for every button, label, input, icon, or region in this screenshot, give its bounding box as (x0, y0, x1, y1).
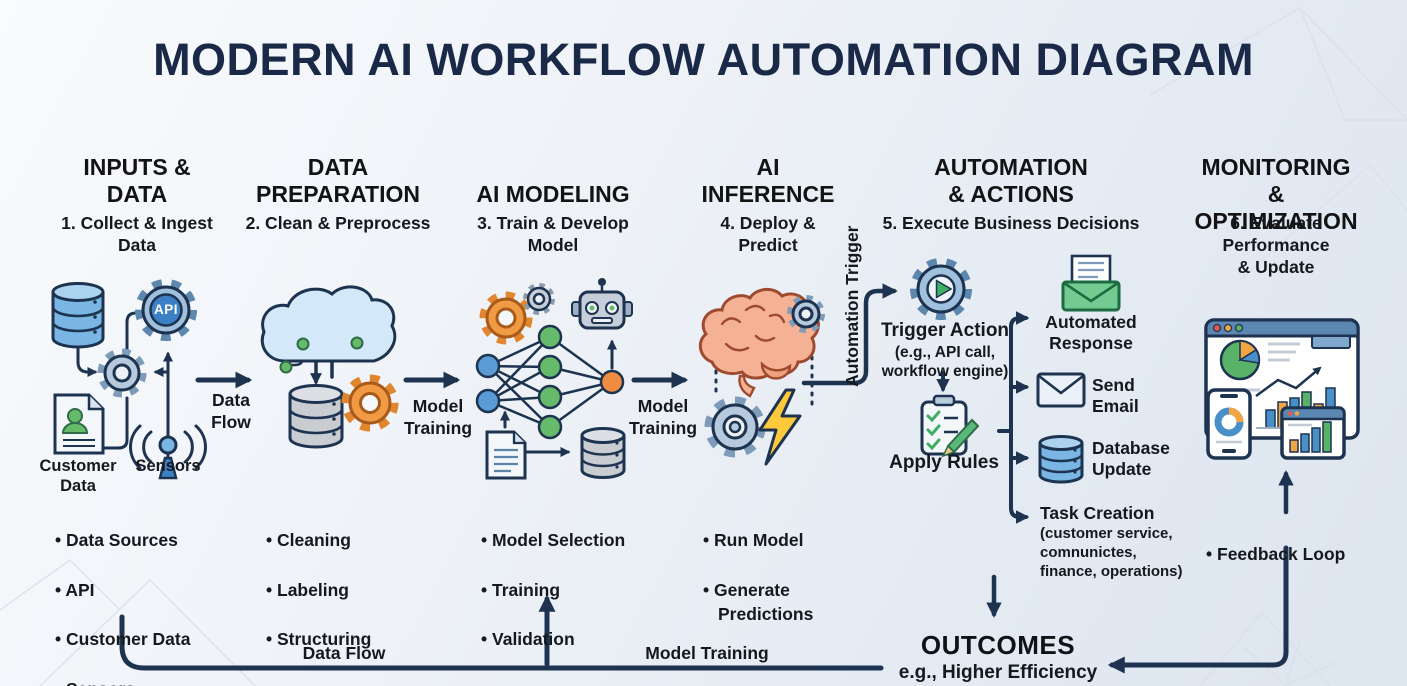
send-email-icon (1036, 372, 1086, 408)
database-update-label: Database Update (1092, 438, 1170, 479)
gear-orange-icon (341, 374, 399, 432)
ai-modeling-icon-cluster (475, 278, 633, 480)
database-icon (51, 282, 105, 349)
stage-4-bullets: Run Model Generate Predictions (703, 503, 828, 652)
customer-data-icon (53, 393, 105, 455)
sensors-label: Sensors (135, 457, 201, 475)
bullet-item: Labeling (266, 578, 375, 603)
send-email-label: Send Email (1092, 375, 1139, 416)
bullet-item: Customer Data (55, 627, 190, 652)
task-creation-sub: (customer service, comnunictes, finance,… (1040, 525, 1183, 580)
inputs-icon-cluster (51, 279, 207, 480)
bullet-item: Validation (481, 627, 625, 652)
database-gray-icon (288, 384, 344, 449)
data-flow-bottom-label: Data Flow (302, 643, 386, 663)
stage-3-step: 3. Train & Develop Model (477, 213, 629, 255)
stage-1-step: 1. Collect & Ingest Data (61, 213, 213, 255)
apply-rules-label: Apply Rules (889, 452, 999, 473)
bullet-item: Run Model (703, 528, 828, 553)
robot-icon (571, 278, 633, 330)
bullet-item: Cleaning (266, 528, 375, 553)
database-gray-icon (580, 427, 626, 479)
mini-window-icon (1280, 406, 1346, 460)
stage-3-title: AI MODELING (476, 181, 630, 207)
cloud-upload-icon (260, 285, 397, 374)
trend-line-icon (1255, 366, 1322, 398)
stage-2-title: DATA PREPARATION (256, 154, 420, 207)
stage-4-step: 4. Deploy & Predict (720, 213, 816, 255)
flow-arrows (119, 283, 1294, 674)
page-title: MODERN AI WORKFLOW AUTOMATION DIAGRAM (153, 34, 1254, 85)
model-training-bottom-label: Model Training (645, 643, 769, 663)
background-pattern (0, 7, 1407, 686)
stage-2-bullets: Cleaning Labeling Structuring (266, 503, 375, 677)
api-gear-icon (135, 279, 197, 341)
model-training-label-2: Model Training (628, 396, 698, 439)
stage-1-title: INPUTS & DATA (83, 154, 191, 207)
database-update-icon (1038, 435, 1084, 484)
outcomes-title: OUTCOMES (920, 630, 1076, 660)
automation-trigger-arrow (801, 283, 898, 386)
bullet-item: Sensors (55, 677, 190, 686)
customer-data-label: Customer Data (39, 457, 117, 495)
bullet-item: Generate Predictions (703, 578, 828, 628)
monitoring-dashboard-icon (1204, 318, 1360, 460)
bullet-item: Data Sources (55, 528, 190, 553)
outcomes-subtitle: e.g., Higher Efficiency (898, 662, 1098, 683)
stage-5-title: AUTOMATION & ACTIONS (934, 154, 1088, 207)
neural-network-icon (475, 324, 625, 440)
stage-3-bullets: Model Selection Training Validation (481, 503, 625, 677)
automation-icon-cluster (910, 254, 1121, 484)
task-creation-label: Task Creation (1040, 503, 1155, 523)
sensors-icon (129, 424, 207, 480)
stage-4-title: AI INFERENCE (701, 154, 835, 207)
bullet-item: Structuring (266, 627, 375, 652)
stage-6-title: MONITORING & OPTIMIZATION (1194, 154, 1358, 234)
model-training-label-1: Model Training (403, 396, 473, 439)
data-prep-icon-cluster (260, 285, 399, 449)
bullet-item: Training (481, 578, 625, 603)
bullet-item: API (55, 578, 190, 603)
feedback-to-outcomes-arrow (1107, 545, 1289, 674)
gear-icon (704, 396, 766, 458)
clipboard-rules-icon (920, 394, 980, 458)
bullet-item: Model Selection (481, 528, 625, 553)
bullet-item: Feedback Loop (1206, 542, 1345, 567)
automation-trigger-label: Automation Trigger (841, 225, 862, 387)
stage-6-step: 6. Evaluate Performance & Update (1222, 213, 1330, 277)
trigger-gear-icon (910, 258, 972, 320)
data-flow-label-1: Data Flow (211, 390, 251, 433)
trigger-action-label: Trigger Action (880, 320, 1010, 341)
automated-response-label: Automated Response (1045, 312, 1137, 353)
trigger-action-sub: (e.g., API call, workflow engine) (881, 344, 1009, 380)
stage-1-bullets: Data Sources API Customer Data Sensors (55, 503, 190, 686)
stage-2-step: 2. Clean & Preprocess (245, 213, 431, 233)
gear-small-icon (787, 295, 825, 333)
gear-small-icon (523, 283, 555, 315)
api-badge-label: API (153, 301, 179, 317)
gear-icon (97, 348, 147, 398)
phone-icon (1206, 388, 1252, 460)
document-icon (485, 430, 527, 480)
automated-response-icon (1061, 254, 1121, 312)
ai-inference-icon-cluster (698, 288, 825, 466)
stage-6-bullets: Feedback Loop (1206, 517, 1345, 592)
lightning-icon (758, 388, 802, 466)
stage-5-step: 5. Execute Business Decisions (882, 213, 1140, 233)
gear-orange-icon (479, 291, 533, 345)
